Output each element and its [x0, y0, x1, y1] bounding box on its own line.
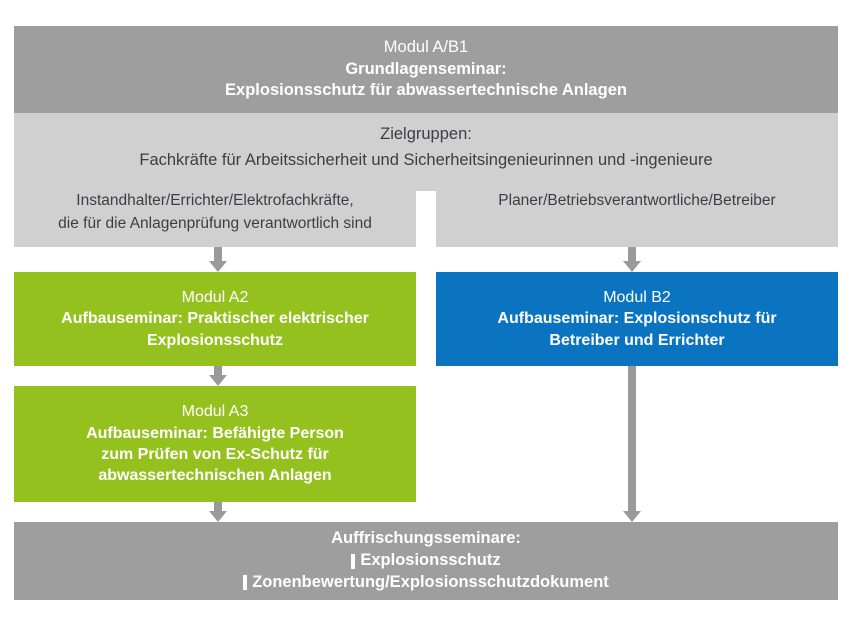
- module-a-b1-seminar-type: Grundlagenseminar:: [345, 59, 507, 78]
- arrow-shaft: [628, 366, 636, 512]
- arrow-head: [209, 261, 227, 272]
- arrow-down-icon-a3-to-refresher: [208, 502, 228, 522]
- arrow-down-icon-b2-to-refresher: [622, 366, 642, 522]
- refresher-item-2-label: Zonenbewertung/Explosionsschutzdokument: [252, 572, 609, 591]
- refresher-item-1: Explosionsschutz: [351, 550, 501, 572]
- module-b2-body-line1: Aufbauseminar: Explosionschutz für: [497, 310, 777, 328]
- arrow-head: [209, 375, 227, 386]
- module-a3-body-line3: abwassertechnischen Anlagen: [98, 467, 332, 485]
- target-group-left-column: Instandhalter/Errichter/Elektrofachkräft…: [14, 189, 416, 236]
- arrow-shaft: [214, 366, 222, 376]
- target-groups-band: Zielgruppen: Fachkräfte für Arbeitssiche…: [14, 113, 838, 247]
- refresher-title: Auffrischungsseminare:: [331, 529, 521, 548]
- module-a3-box: Modul A3 Aufbauseminar: Befähigte Person…: [14, 386, 416, 502]
- module-b2-label: Modul B2: [603, 289, 671, 307]
- module-a-b1-label: Modul A/B1: [383, 37, 469, 56]
- arrow-shaft: [214, 502, 222, 512]
- refresher-seminars-box: Auffrischungsseminare: Explosionsschutz …: [14, 522, 838, 600]
- bar-bullet-icon: [243, 575, 248, 591]
- target-group-left-line1: Instandhalter/Errichter/Elektrofachkräft…: [76, 192, 354, 209]
- arrow-head: [623, 511, 641, 522]
- module-a2-body-line1: Aufbauseminar: Praktischer elektrischer: [61, 310, 369, 328]
- module-a2-box: Modul A2 Aufbauseminar: Praktischer elek…: [14, 272, 416, 366]
- module-a3-label: Modul A3: [181, 403, 249, 421]
- refresher-item-1-label: Explosionsschutz: [360, 551, 501, 570]
- module-a2-label: Modul A2: [181, 289, 249, 307]
- module-a-b1-seminar-title: Explosionsschutz für abwassertechnische …: [225, 81, 627, 100]
- target-group-right-line1: Planer/Betriebsverantwortliche/Betreiber: [498, 192, 776, 209]
- module-a3-body-line2: zum Prüfen von Ex-Schutz für: [101, 446, 329, 463]
- arrow-shaft: [214, 247, 222, 262]
- arrow-head: [623, 261, 641, 272]
- target-group-left-line2: die für die Anlagenprüfung verantwortlic…: [58, 215, 372, 233]
- module-b2-body-line2: Betreiber und Errichter: [549, 331, 725, 349]
- arrow-down-icon-a2-to-a3: [208, 366, 228, 386]
- module-a-b1-box: Modul A/B1 Grundlagenseminar: Explosions…: [14, 26, 838, 113]
- module-a2-body-line2: Explosionsschutz: [146, 331, 284, 349]
- module-a3-body-line1: Aufbauseminar: Befähigte Person: [86, 424, 344, 442]
- arrow-down-icon-band-to-a2: [208, 247, 228, 272]
- target-groups-subheading: Fachkräfte für Arbeitssicherheit und Sic…: [139, 150, 713, 169]
- target-groups-heading: Zielgruppen:: [380, 125, 472, 143]
- column-divider: [416, 191, 436, 247]
- arrow-shaft: [628, 247, 636, 262]
- target-groups-heading-group: Zielgruppen: Fachkräfte für Arbeitssiche…: [14, 123, 838, 173]
- module-b2-box: Modul B2 Aufbauseminar: Explosionschutz …: [436, 272, 838, 366]
- bar-bullet-icon: [351, 553, 356, 569]
- refresher-item-2: Zonenbewertung/Explosionsschutzdokument: [243, 572, 609, 594]
- arrow-down-icon-band-to-b2: [622, 247, 642, 272]
- arrow-head: [209, 511, 227, 522]
- target-group-right-column: Planer/Betriebsverantwortliche/Betreiber: [436, 189, 838, 212]
